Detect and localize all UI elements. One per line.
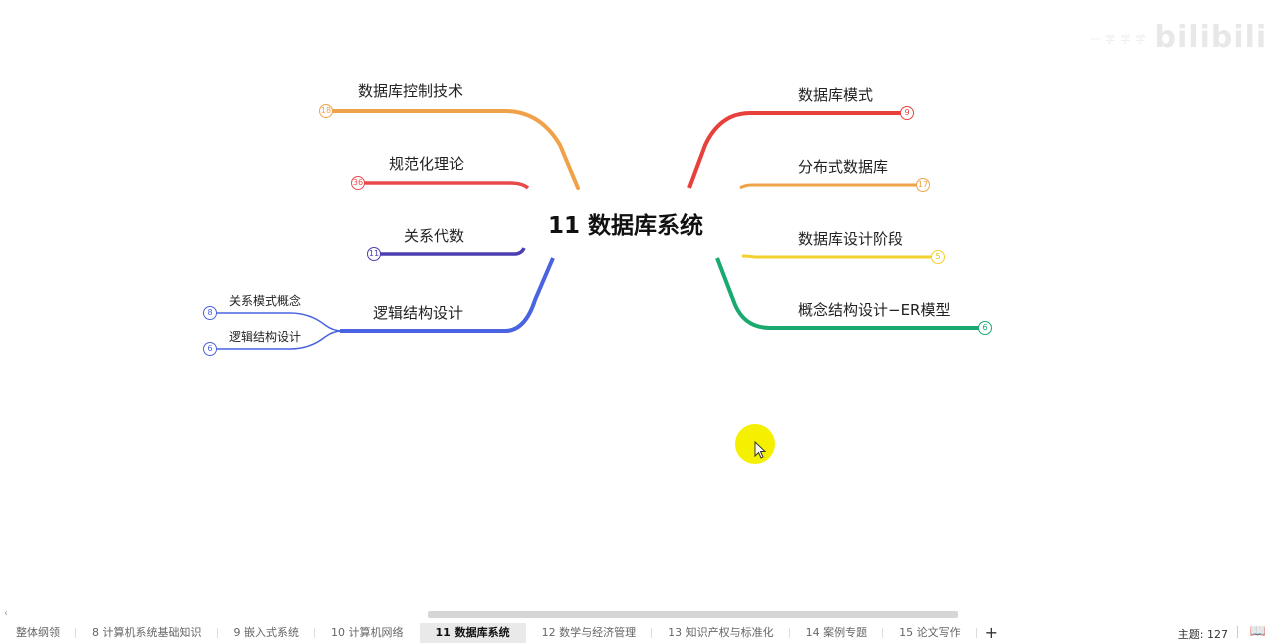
cursor-icon [754, 441, 767, 459]
tab-overview[interactable]: 整体纲领 [0, 623, 76, 643]
subtopic-logical-design[interactable]: 逻辑结构设计 [229, 330, 302, 344]
subtopic-relational-schema[interactable]: 关系模式概念 [229, 294, 302, 308]
topic-er-model[interactable]: 概念结构设计−ER模型 [798, 301, 951, 319]
topic-database-control[interactable]: 数据库控制技术 [358, 82, 464, 100]
topic-database-schema[interactable]: 数据库模式 [798, 86, 874, 104]
mindmap-canvas[interactable]: 11 数据库系统 数据库控制技术 18 规范化理论 36 关系代数 11 逻辑结… [0, 0, 1280, 610]
root-topic[interactable]: 11 数据库系统 [548, 213, 704, 239]
topic-logical-design[interactable]: 逻辑结构设计 [373, 304, 464, 322]
scroll-left-arrow[interactable]: ‹ [4, 608, 8, 619]
tab-embedded[interactable]: 9 嵌入式系统 [218, 623, 316, 643]
tab-case-study[interactable]: 14 案例专题 [790, 623, 884, 643]
count-badge[interactable]: 11 [367, 247, 381, 261]
topic-count: 主题: 127 [1177, 628, 1228, 641]
watermark-logo: bilibili [1154, 20, 1268, 55]
book-icon[interactable]: 📖 [1249, 624, 1266, 639]
count-badge[interactable]: 36 [351, 176, 365, 190]
count-badge[interactable]: 9 [900, 106, 914, 120]
count-badge[interactable]: 17 [916, 178, 930, 192]
topic-design-phases[interactable]: 数据库设计阶段 [798, 230, 904, 248]
count-badge[interactable]: 6 [203, 342, 217, 356]
tab-network[interactable]: 10 计算机网络 [331, 625, 404, 639]
tab-database[interactable]: 11 数据库系统 [419, 622, 526, 643]
tab-math-econ[interactable]: 12 数学与经济管理 [526, 623, 653, 643]
count-badge[interactable]: 8 [203, 306, 217, 320]
count-badge[interactable]: 6 [978, 321, 992, 335]
watermark-small: 一 学 学 学 [1090, 35, 1147, 46]
sheet-tabbar: 整体纲领 8 计算机系统基础知识 9 嵌入式系统 10 计算机网络 11 数据库… [0, 621, 1280, 644]
topic-normalization[interactable]: 规范化理论 [389, 155, 465, 173]
count-badge[interactable]: 5 [931, 250, 945, 264]
bilibili-watermark: 一 学 学 学 bilibili [1090, 20, 1267, 55]
mindmap-connectors [215, 109, 979, 350]
tab-ip-standards[interactable]: 13 知识产权与标准化 [652, 623, 790, 643]
topic-relational-algebra[interactable]: 关系代数 [404, 227, 465, 245]
tab-essay[interactable]: 15 论文写作 [883, 623, 977, 643]
divider [1237, 626, 1238, 638]
add-tab-button[interactable]: + [984, 623, 999, 642]
scrollbar-thumb[interactable] [428, 611, 958, 618]
count-badge[interactable]: 18 [319, 104, 333, 118]
topic-distributed-db[interactable]: 分布式数据库 [798, 158, 889, 176]
tab-computer-basics[interactable]: 8 计算机系统基础知识 [76, 623, 218, 643]
